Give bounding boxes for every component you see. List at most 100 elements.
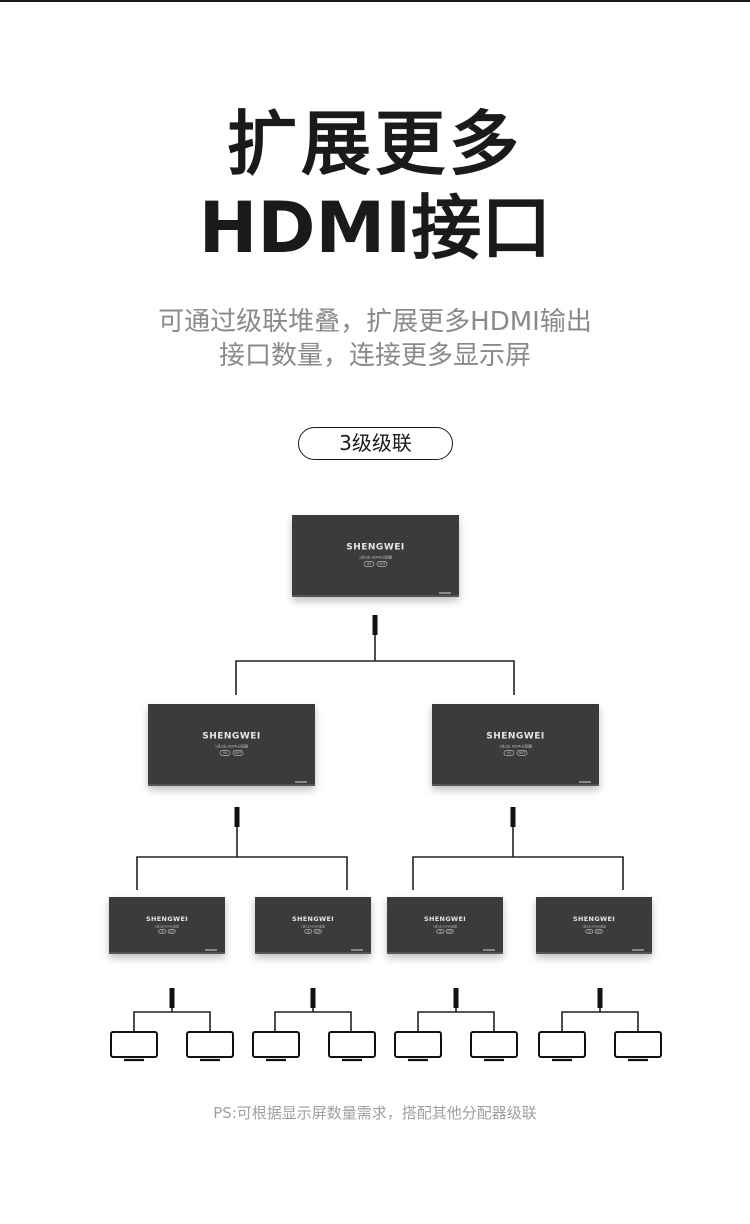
device-body — [292, 515, 459, 597]
device-brand-label: SHENGWEI — [573, 915, 615, 923]
connection-line — [235, 635, 515, 695]
device-port-badge — [445, 929, 454, 934]
hdmi-connector — [372, 615, 378, 635]
monitor-screen — [186, 1031, 234, 1058]
device-model-label: 1进2出 HDMI分配器 — [301, 924, 325, 928]
connection-line — [274, 1008, 352, 1032]
monitor-8 — [614, 1031, 662, 1062]
device-brand-label: SHENGWEI — [486, 731, 545, 741]
device-port-badge — [376, 561, 388, 567]
device-port-out-label: OUT — [315, 930, 320, 933]
connection-line — [417, 1008, 495, 1032]
device-brand-label: SHENGWEI — [292, 915, 334, 923]
device-port-badge — [436, 929, 445, 934]
device-brand-label: SHENGWEI — [146, 915, 188, 923]
device-port-in-label: IN — [367, 562, 371, 566]
device-body — [387, 897, 503, 954]
connection-line — [136, 827, 348, 890]
device-port-badge — [304, 929, 313, 934]
device-port-in-label: IN — [439, 930, 442, 933]
device-port-badge — [313, 929, 322, 934]
device-brand-label: SHENGWEI — [424, 915, 466, 923]
device-status-led — [295, 781, 307, 783]
monitor-screen — [328, 1031, 376, 1058]
device-port-out-label: OUT — [519, 751, 526, 755]
device-status-led — [351, 949, 363, 951]
device-model-label: 1进2出 HDMI分配器 — [215, 743, 249, 748]
monitor-screen — [470, 1031, 518, 1058]
device-port-badge — [503, 750, 515, 756]
device-port-out-label: OUT — [235, 751, 242, 755]
device-port-out-label: OUT — [596, 930, 601, 933]
monitor-6 — [470, 1031, 518, 1062]
hdmi-connector — [310, 988, 316, 1008]
connection-lines — [133, 615, 639, 1032]
subtitle-line-1: 可通过级联堆叠，扩展更多HDMI输出 — [158, 307, 592, 337]
device-status-led — [439, 592, 451, 594]
device-port-badge — [219, 750, 231, 756]
cascade-level-badge: 3级级联 — [298, 427, 453, 460]
connection-line — [133, 1008, 211, 1032]
hdmi-connector — [453, 988, 459, 1008]
subtitle-line-2: 接口数量，连接更多显示屏 — [218, 341, 531, 371]
device-status-led — [205, 949, 217, 951]
device-port-badge — [594, 929, 603, 934]
monitor-screen — [252, 1031, 300, 1058]
splitter-level-1: SHENGWEI 1进2出 HDMI分配器 IN OUT — [292, 515, 459, 597]
hdmi-connector — [597, 988, 603, 1008]
monitor-screen — [614, 1031, 662, 1058]
device-port-in-label: IN — [507, 751, 511, 755]
monitor-5 — [394, 1031, 442, 1062]
footnote: PS:可根据显示屏数量需求，搭配其他分配器级联 — [213, 1104, 537, 1122]
splitter-level-2-left: SHENGWEI 1进2出 HDMI分配器 IN OUT — [148, 704, 315, 786]
connection-line — [412, 827, 624, 890]
device-model-label: 1进2出 HDMI分配器 — [433, 924, 457, 928]
hdmi-connector — [510, 807, 516, 827]
device-status-led — [483, 949, 495, 951]
device-port-badge — [158, 929, 167, 934]
device-model-label: 1进2出 HDMI分配器 — [359, 554, 393, 559]
device-port-out-label: OUT — [447, 930, 452, 933]
device-status-led — [632, 949, 644, 951]
device-port-out-label: OUT — [169, 930, 174, 933]
monitor-1 — [110, 1031, 158, 1062]
monitor-screen — [110, 1031, 158, 1058]
device-port-badge — [232, 750, 244, 756]
monitor-7 — [538, 1031, 586, 1062]
device-port-in-label: IN — [588, 930, 591, 933]
device-port-badge — [585, 929, 594, 934]
monitor-3 — [252, 1031, 300, 1062]
device-port-badge — [516, 750, 528, 756]
device-status-led — [579, 781, 591, 783]
device-port-badge — [363, 561, 375, 567]
device-port-in-label: IN — [307, 930, 310, 933]
device-brand-label: SHENGWEI — [346, 542, 405, 552]
device-model-label: 1进2出 HDMI分配器 — [582, 924, 606, 928]
device-port-badge — [167, 929, 176, 934]
device-model-label: 1进2出 HDMI分配器 — [499, 743, 533, 748]
device-port-out-label: OUT — [379, 562, 386, 566]
device-body — [109, 897, 225, 954]
device-body — [255, 897, 371, 954]
device-body — [536, 897, 652, 954]
display-monitors — [110, 1031, 662, 1062]
hdmi-connector — [169, 988, 175, 1008]
device-brand-label: SHENGWEI — [202, 731, 261, 741]
device-model-label: 1进2出 HDMI分配器 — [155, 924, 179, 928]
headline-line-1: 扩展更多 — [227, 103, 523, 185]
device-body — [432, 704, 599, 786]
top-rule — [0, 0, 750, 2]
device-body — [148, 704, 315, 786]
monitor-screen — [538, 1031, 586, 1058]
splitter-level-2-right: SHENGWEI 1进2出 HDMI分配器 IN OUT — [432, 704, 599, 786]
device-port-in-label: IN — [161, 930, 164, 933]
monitor-2 — [186, 1031, 234, 1062]
headline-line-2: HDMI接口 — [198, 187, 552, 269]
monitor-4 — [328, 1031, 376, 1062]
device-port-in-label: IN — [223, 751, 227, 755]
